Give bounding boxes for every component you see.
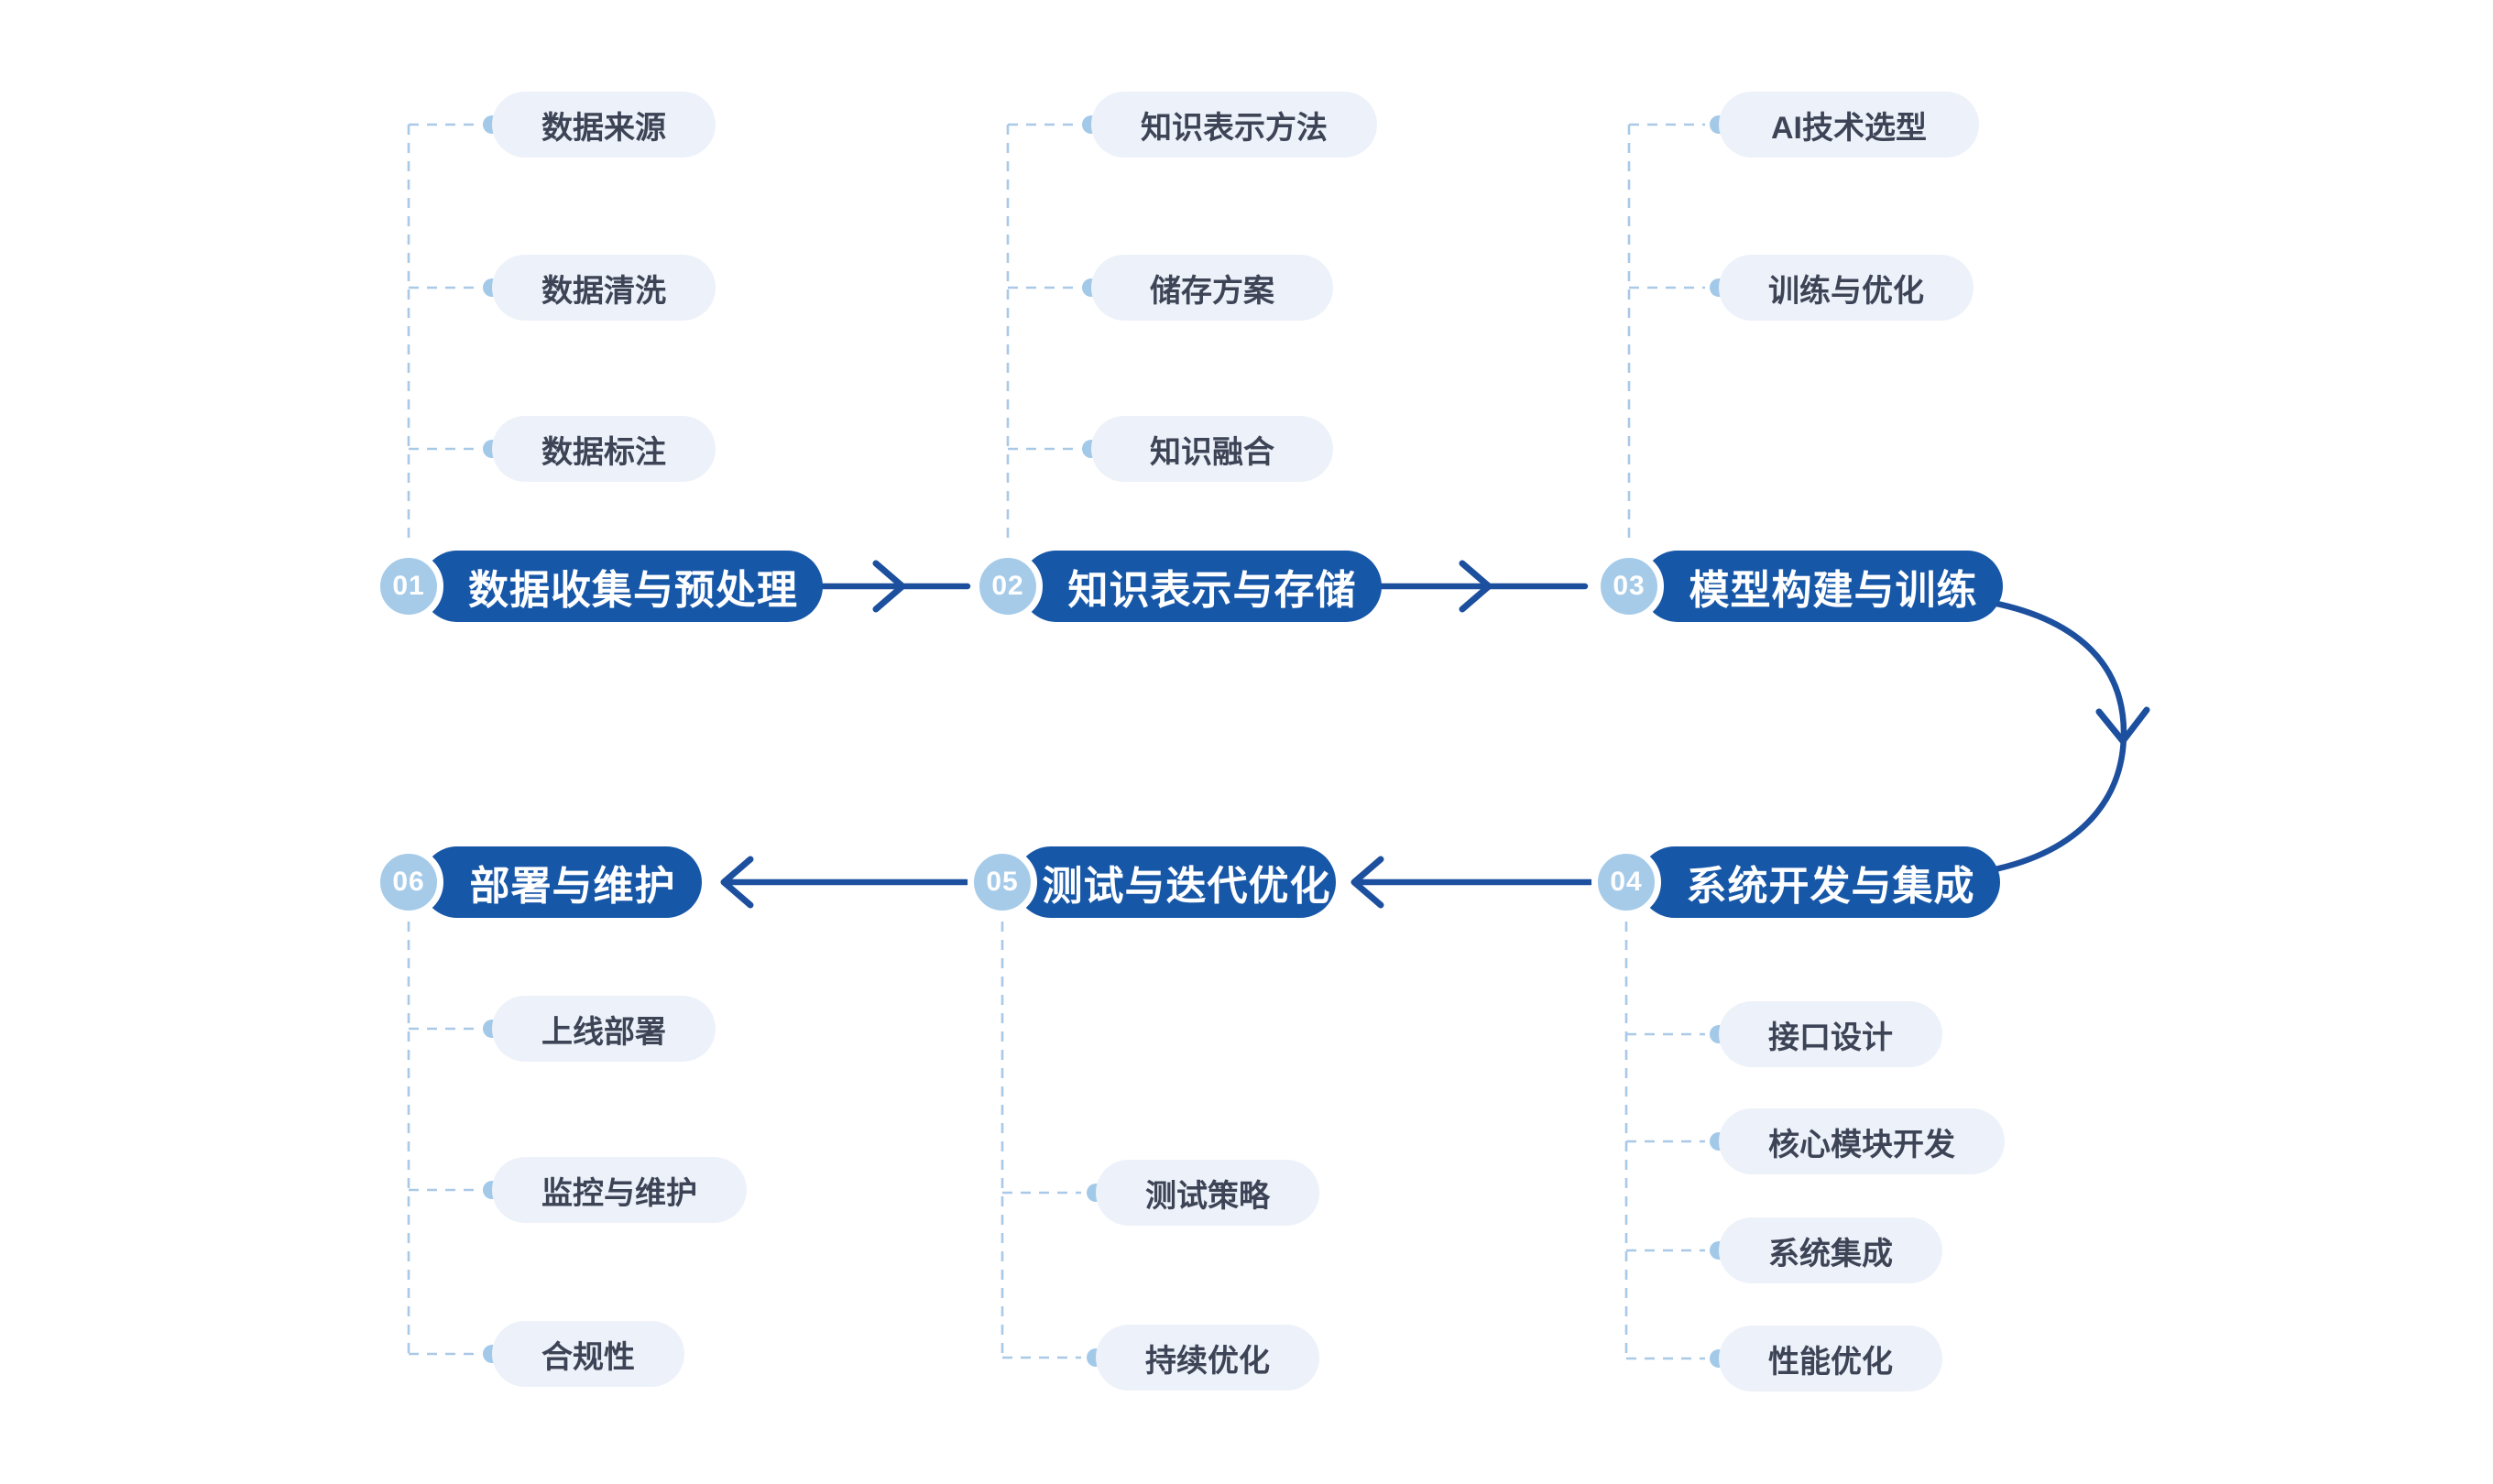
step-05-label: 测试与迭代优化 xyxy=(1042,864,1331,909)
sub-item-label: 知识融合 xyxy=(1150,434,1274,470)
sub-item-testing-strategy: 测试策略 xyxy=(1096,1160,1319,1226)
sub-item-performance-optimization: 性能优化 xyxy=(1719,1326,1942,1391)
sub-item-label: 性能优化 xyxy=(1768,1344,1893,1380)
sub-item-label: 接口设计 xyxy=(1768,1020,1893,1055)
branch-lines-step-02 xyxy=(1006,123,1077,546)
sub-item-label: 核心模块开发 xyxy=(1768,1127,1955,1162)
sub-item-label: 合规性 xyxy=(541,1339,635,1375)
arrow-step2-to-step3 xyxy=(1361,560,1589,613)
step-05-number: 05 xyxy=(986,867,1019,897)
branch-lines-step-05 xyxy=(1000,922,1081,1359)
sub-item-monitoring-maintenance: 监控与维护 xyxy=(492,1157,747,1223)
sub-item-label: AI技术选型 xyxy=(1771,110,1927,146)
sub-item-core-module-dev: 核心模块开发 xyxy=(1719,1108,2005,1174)
sub-item-label: 数据清洗 xyxy=(541,273,666,309)
arrow-step1-to-step2 xyxy=(801,560,971,613)
sub-item-interface-design: 接口设计 xyxy=(1719,1001,1942,1067)
step-06-label: 部署与维护 xyxy=(469,864,676,909)
step-03-badge: 03 xyxy=(1594,551,1664,621)
sub-item-label: 上线部署 xyxy=(541,1014,666,1050)
sub-item-continuous-optimization: 持续优化 xyxy=(1096,1325,1319,1391)
step-04-node: 系统开发与集成 xyxy=(1639,846,2000,918)
sub-item-system-integration: 系统集成 xyxy=(1719,1217,1942,1283)
step-05-badge: 05 xyxy=(968,847,1037,917)
branch-lines-step-04 xyxy=(1624,922,1705,1360)
step-06-number: 06 xyxy=(392,867,425,897)
sub-item-label: 系统集成 xyxy=(1768,1236,1893,1271)
sub-item-ai-tech-selection: AI技术选型 xyxy=(1719,92,1979,158)
step-06-node: 部署与维护 xyxy=(421,846,702,918)
step-02-number: 02 xyxy=(991,571,1024,601)
step-01-node: 数据收集与预处理 xyxy=(421,551,823,622)
step-04-badge: 04 xyxy=(1591,847,1661,917)
step-04-label: 系统开发与集成 xyxy=(1686,864,1975,909)
step-02-label: 知识表示与存储 xyxy=(1067,568,1357,613)
sub-item-storage-plan: 储存方案 xyxy=(1091,255,1333,321)
step-02-badge: 02 xyxy=(973,551,1043,621)
sub-item-label: 储存方案 xyxy=(1150,273,1274,309)
step-04-number: 04 xyxy=(1610,867,1643,897)
sub-item-label: 数据标注 xyxy=(541,434,666,470)
sub-item-launch-deployment: 上线部署 xyxy=(492,996,716,1062)
step-03-number: 03 xyxy=(1613,571,1646,601)
arrow-step4-to-step5 xyxy=(1350,856,1594,909)
sub-item-data-labeling: 数据标注 xyxy=(492,416,716,482)
sub-item-compliance: 合规性 xyxy=(492,1321,684,1387)
arrow-step3-to-step4-curve xyxy=(1977,597,2150,876)
sub-item-label: 训练与优化 xyxy=(1768,273,1924,309)
step-01-number: 01 xyxy=(392,571,425,601)
step-06-badge: 06 xyxy=(374,847,443,917)
sub-item-data-source: 数据来源 xyxy=(492,92,716,158)
branch-lines-step-06 xyxy=(407,922,478,1356)
sub-item-label: 知识表示方法 xyxy=(1141,110,1328,146)
step-02-node: 知识表示与存储 xyxy=(1021,551,1382,622)
sub-item-data-cleaning: 数据清洗 xyxy=(492,255,716,321)
sub-item-label: 测试策略 xyxy=(1145,1178,1270,1214)
sub-item-label: 数据来源 xyxy=(541,110,666,146)
arrow-step5-to-step6 xyxy=(720,856,970,909)
step-03-label: 模型构建与训练 xyxy=(1689,568,1978,613)
sub-item-knowledge-representation: 知识表示方法 xyxy=(1091,92,1377,158)
step-01-label: 数据收集与预处理 xyxy=(468,568,798,613)
sub-item-label: 持续优化 xyxy=(1145,1343,1270,1379)
branch-lines-step-03 xyxy=(1627,123,1705,546)
sub-item-label: 监控与维护 xyxy=(541,1175,697,1211)
step-05-node: 测试与迭代优化 xyxy=(1015,846,1336,918)
sub-item-knowledge-fusion: 知识融合 xyxy=(1091,416,1333,482)
step-03-node: 模型构建与训练 xyxy=(1642,551,2003,622)
sub-item-training-optimization: 训练与优化 xyxy=(1719,255,1974,321)
branch-lines-step-01 xyxy=(407,123,478,546)
step-01-badge: 01 xyxy=(374,551,443,621)
